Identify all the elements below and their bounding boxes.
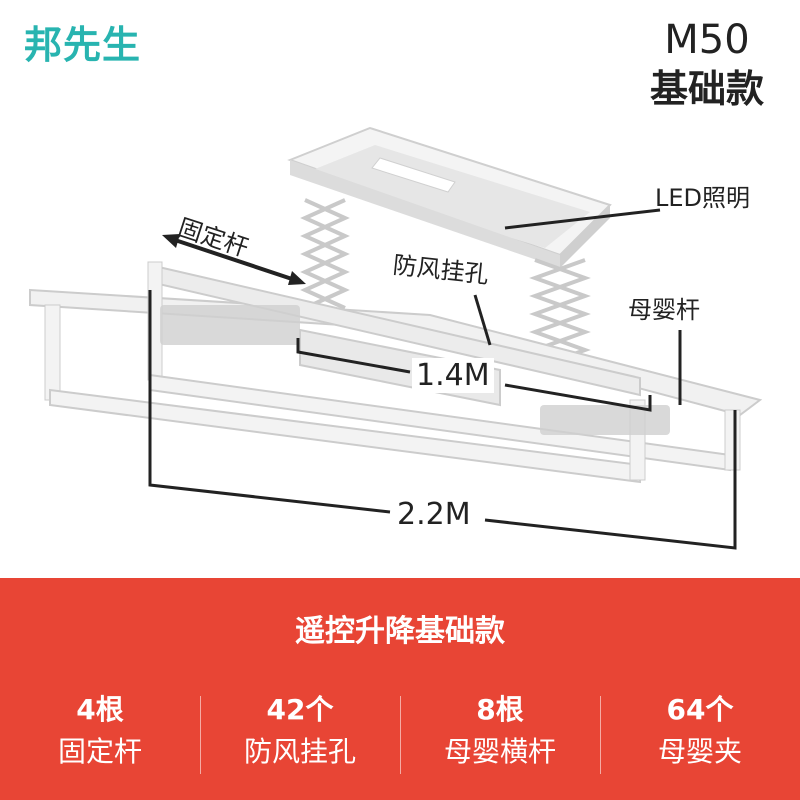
model-tier: 基础款 <box>649 67 764 111</box>
stat-fixed-rods: 4根 固定杆 <box>0 690 200 780</box>
model-code: M50 <box>664 17 750 63</box>
scissor-lift-left <box>300 198 350 310</box>
stat-label: 母婴夹 <box>657 735 742 768</box>
stat-value: 42个 <box>266 693 334 726</box>
drying-rack-illustration <box>29 126 763 550</box>
inner-dimension-line <box>296 338 652 412</box>
stat-baby-clips: 64个 母婴夹 <box>600 690 800 780</box>
brand-logo: 邦先生 <box>24 23 142 67</box>
feature-banner: 遥控升降基础款 4根 固定杆 42个 防风挂孔 8根 母婴横杆 64个 母婴夹 <box>0 578 800 800</box>
stats-row: 4根 固定杆 42个 防风挂孔 8根 母婴横杆 64个 母婴夹 <box>0 690 800 780</box>
fixed-rod-arrow <box>162 234 306 285</box>
stat-label: 防风挂孔 <box>243 735 356 768</box>
inner-dimension-label: 1.4M <box>412 358 494 393</box>
outer-dimension-label: 2.2M <box>393 497 475 532</box>
stat-label: 固定杆 <box>57 735 142 768</box>
baby-clip-row-right <box>540 405 670 435</box>
stat-value: 64个 <box>666 693 734 726</box>
led-callout: LED照明 <box>655 184 751 212</box>
stat-baby-rods: 8根 母婴横杆 <box>400 690 600 780</box>
banner-headline: 遥控升降基础款 <box>295 614 505 649</box>
led-leader-line <box>504 208 661 230</box>
model-block: M50 基础款 <box>650 16 764 114</box>
stat-value: 8根 <box>476 693 524 726</box>
baby-rod-callout: 母婴杆 <box>628 296 700 324</box>
baby-clip-row-left <box>160 305 300 345</box>
stat-wind-holes: 42个 防风挂孔 <box>200 690 400 780</box>
stat-label: 母婴横杆 <box>443 735 556 768</box>
led-lamp-box <box>287 126 612 268</box>
wind-hole-leader-line <box>473 294 492 346</box>
stat-value: 4根 <box>76 693 124 726</box>
outer-dimension-line <box>148 290 737 550</box>
